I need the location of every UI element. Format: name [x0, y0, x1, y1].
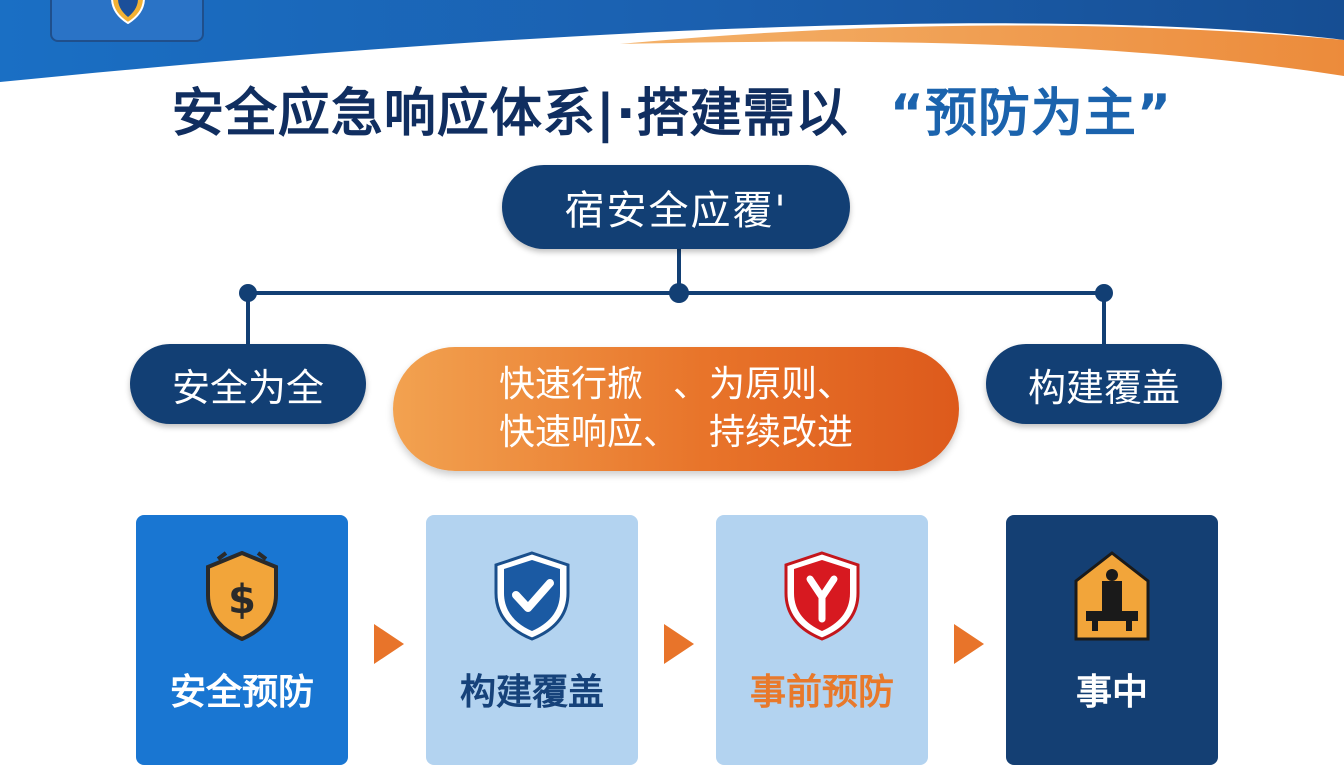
red-shield-icon	[784, 551, 860, 641]
step-3-label: 事前预防	[749, 672, 894, 713]
root-node: 宿安全应覆'	[502, 165, 850, 249]
step-card-2: 构建覆盖	[426, 515, 638, 765]
check-shield-icon	[494, 551, 570, 641]
logo	[50, 0, 204, 42]
title-emphasis: “预防为主”	[889, 84, 1173, 144]
root-node-label: 宿安全应覆'	[564, 188, 788, 234]
center-line-2a: 快速响应、	[498, 412, 679, 453]
branch-right-label: 构建覆盖	[1027, 365, 1180, 410]
coin-shield-icon: $	[206, 551, 278, 641]
arrow-right-icon	[664, 624, 694, 664]
step-1-label: 安全预防	[169, 672, 314, 713]
arrow-right-icon	[954, 624, 984, 664]
center-line-1a: 快速行掀	[498, 364, 643, 405]
page-title: 安全应急响应体系|·搭建需以 “预防为主”	[0, 80, 1344, 148]
header-banner	[0, 0, 1344, 100]
center-line-2b: 持续改进	[709, 412, 854, 453]
title-main: 安全应急响应体系|·搭建需以	[171, 84, 849, 144]
step-card-3: 事前预防	[716, 515, 928, 765]
arrow-right-icon	[374, 624, 404, 664]
branch-node-center: 快速行掀 、为原则、 快速响应、 持续改进	[393, 347, 959, 471]
step-4-label: 事中	[1075, 672, 1148, 713]
branch-node-right: 构建覆盖	[986, 344, 1222, 424]
center-line-1: 快速行掀 、为原则、	[499, 361, 853, 409]
center-line-1b: 、为原则、	[673, 364, 854, 405]
building-sign-icon	[1074, 551, 1150, 641]
branch-node-left: 安全为全	[130, 344, 366, 424]
branch-left-label: 安全为全	[171, 365, 324, 410]
step-card-1: $ 安全预防	[136, 515, 348, 765]
svg-text:$: $	[228, 577, 256, 623]
center-line-2: 快速响应、 持续改进	[499, 409, 853, 457]
step-card-4: 事中	[1006, 515, 1218, 765]
shield-logo-icon	[111, 0, 145, 24]
step-2-label: 构建覆盖	[459, 672, 604, 713]
